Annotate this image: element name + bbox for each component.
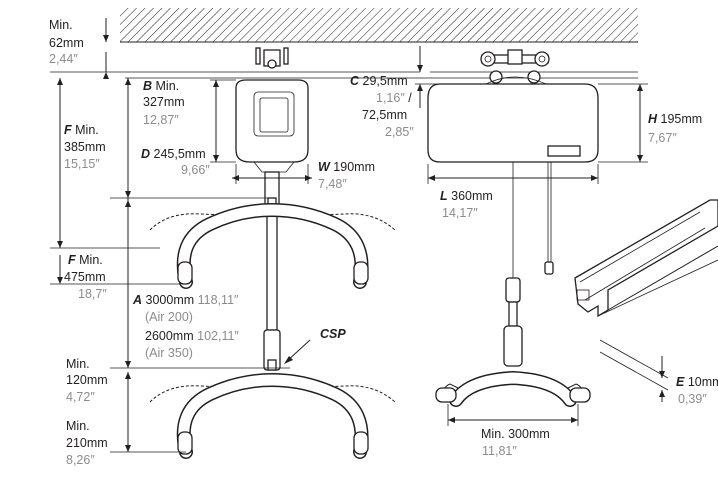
dim-f2-row1: F Min. — [68, 253, 103, 267]
dim-a-mm2: 2600mm — [145, 329, 194, 343]
dim-f1-label: Min. — [75, 123, 99, 137]
dim-e-letter: E — [676, 375, 685, 389]
dim-l-row: L 360mm — [440, 189, 493, 203]
dim-a-model1: (Air 200) — [145, 310, 193, 324]
dim-min210-mm: 210mm — [66, 436, 108, 450]
lift-motor-unit-side — [235, 47, 309, 173]
dim-min210-in: 8,26″ — [66, 453, 95, 467]
dim-f1-row1: F Min. — [64, 123, 99, 137]
right-dimension-lines — [415, 83, 648, 426]
dim-f2-mm: 475mm — [64, 270, 106, 284]
ceiling-min-label: Min. — [49, 18, 73, 32]
ceiling — [120, 8, 638, 43]
dim-min300-in: 11,81″ — [482, 444, 517, 458]
hanger-bar-front — [435, 162, 591, 407]
ceiling-mm: 62mm — [49, 36, 84, 50]
dim-c-in1: 1,16″ — [376, 91, 405, 105]
dim-b-letter: B — [143, 79, 152, 93]
dim-min210-label: Min. — [66, 419, 90, 433]
dim-min120-in: 4,72″ — [66, 390, 95, 404]
dim-f2-letter: F — [68, 253, 76, 267]
dim-f1-letter: F — [64, 123, 72, 137]
ceiling-gap-dimension — [50, 18, 423, 79]
dim-w-in: 7,48″ — [318, 177, 347, 191]
dim-c-row2: 1,16″ / — [376, 91, 412, 105]
dim-c-mm1: 29,5mm — [363, 74, 408, 88]
dim-b-row1: B Min. — [143, 79, 179, 93]
dim-l-in: 14,17″ — [442, 206, 478, 220]
dim-min120-label: Min. — [66, 357, 90, 371]
dim-d-in: 9,66″ — [181, 163, 210, 177]
dim-min120-mm: 120mm — [66, 373, 108, 387]
hanger-bar-upper — [149, 202, 396, 289]
hanger-bar-lower — [149, 372, 396, 459]
dim-a-row2: 2600mm 102,11″ — [145, 329, 239, 343]
dim-h-mm: 195mm — [661, 112, 703, 126]
hand-control — [544, 162, 554, 275]
dim-b-label: Min. — [156, 79, 180, 93]
dim-d-letter: D — [141, 147, 150, 161]
dim-f1-in: 15,15″ — [64, 157, 100, 171]
dim-c-in2: 2,85″ — [385, 125, 414, 139]
csp-label: CSP — [320, 327, 346, 341]
rail-profile — [574, 199, 718, 402]
dim-d-mm: 245,5mm — [154, 147, 206, 161]
dim-a-model2: (Air 350) — [145, 346, 193, 360]
dim-a-mm1: 3000mm — [146, 293, 195, 307]
ceiling-in: 2,44″ — [49, 52, 78, 66]
dim-l-letter: L — [440, 189, 448, 203]
dim-c-mm2: 72,5mm — [362, 108, 407, 122]
dim-a-letter: A — [132, 293, 142, 307]
lift-motor-unit-front — [427, 49, 599, 163]
dim-c-letter: C — [350, 74, 360, 88]
dim-b-in: 12,87″ — [143, 113, 179, 127]
dim-f2-label: Min. — [79, 253, 103, 267]
dim-e-mm: 10mm — [688, 375, 718, 389]
dim-w-row: W 190mm — [318, 160, 375, 174]
lift-strap — [263, 171, 281, 371]
dim-f1-mm: 385mm — [64, 140, 106, 154]
dim-b-mm: 327mm — [143, 95, 185, 109]
dim-f2-in: 18,7″ — [78, 287, 107, 301]
dim-e-in: 0,39″ — [678, 392, 707, 406]
left-dimension-lines — [50, 78, 312, 453]
dim-a-in1: 118,11″ — [198, 293, 239, 307]
dim-a-row1: A 3000mm 118,11″ — [132, 293, 239, 307]
dim-d-row: D 245,5mm — [141, 147, 206, 161]
dim-min300-mm: Min. 300mm — [481, 427, 550, 441]
dim-w-mm: 190mm — [333, 160, 375, 174]
dim-c-row1: C 29,5mm — [350, 74, 408, 88]
dim-a-in2: 102,11″ — [197, 329, 239, 343]
dim-w-letter: W — [318, 160, 331, 174]
dim-e-row: E 10mm — [676, 375, 718, 389]
dim-h-letter: H — [648, 112, 658, 126]
dim-h-row: H 195mm — [648, 112, 702, 126]
dim-l-mm: 360mm — [451, 189, 493, 203]
dim-c-sep: / — [408, 91, 412, 105]
dim-h-in: 7,67″ — [648, 131, 677, 145]
